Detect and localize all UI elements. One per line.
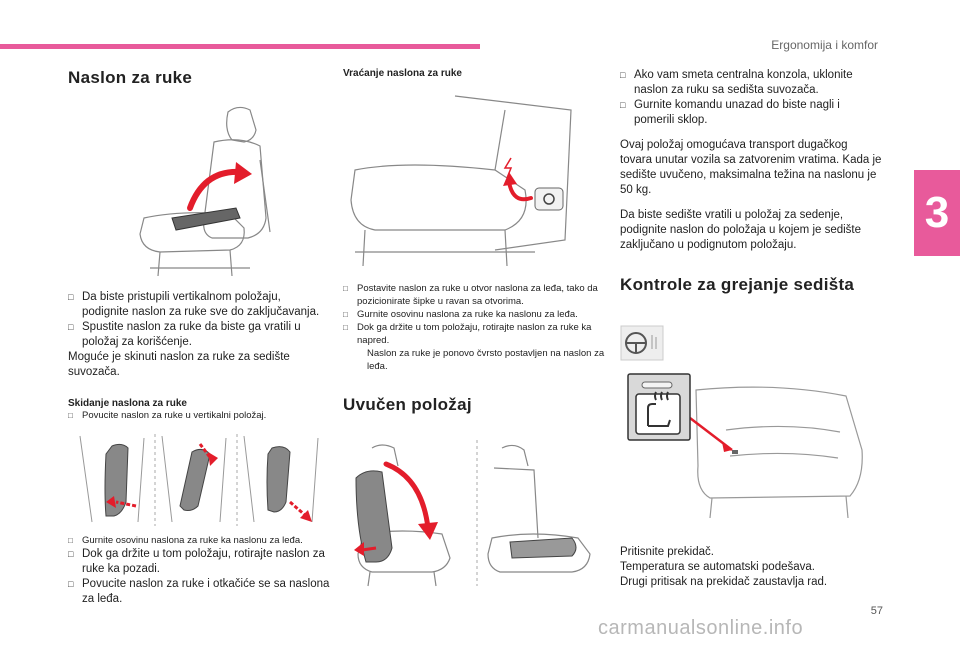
armrest-seat-illustration — [120, 100, 300, 280]
checkbox-bullet-icon: □ — [343, 310, 348, 319]
section-title-armrest: Naslon za ruke — [68, 68, 193, 87]
subsection-title-remove: Skidanje naslona za ruke — [68, 398, 187, 409]
column-armrest-refit-text: □ Postavite naslon za ruke u otvor naslo… — [343, 282, 605, 415]
bullet-item: □ Gurnite osovinu naslona za ruke ka nas… — [68, 535, 303, 546]
bullet-item: □ Gurnite komandu unazad do biste nagli … — [620, 99, 840, 126]
checkbox-bullet-icon: □ — [343, 323, 348, 332]
bullet-item: □ Postavite naslon za ruke u otvor naslo… — [343, 283, 598, 307]
checkbox-bullet-icon: □ — [620, 70, 626, 80]
paragraph: Pritisnite prekidač. — [620, 546, 714, 558]
note: Naslon za ruke je ponovo čvrsto postavlj… — [367, 348, 605, 372]
column-folded-text: □ Ako vam smeta centralna konzola, uklon… — [620, 68, 882, 295]
header-accent-bar — [0, 44, 480, 49]
checkbox-bullet-icon: □ — [68, 292, 74, 302]
checkbox-bullet-icon: □ — [343, 284, 348, 293]
bullet-item: □ Povucite naslon za ruke u vertikalni p… — [68, 410, 267, 421]
bullet-item: □ Da biste pristupili vertikalnom položa… — [68, 291, 320, 318]
column-armrest-refit: Vraćanje naslona za ruke — [343, 68, 605, 79]
column-armrest: Naslon za ruke — [68, 62, 330, 88]
subsection-title-refit: Vraćanje naslona za ruke — [343, 68, 462, 79]
checkbox-bullet-icon: □ — [68, 549, 74, 559]
armrest-removal-illustration — [72, 432, 330, 528]
chapter-tab: 3 — [914, 170, 960, 256]
paragraph: Temperatura se automatski podešava. — [620, 561, 815, 573]
seat-heating-illustration — [626, 370, 880, 520]
paragraph: Da biste sedište vratili u položaj za se… — [620, 209, 862, 251]
section-name: Ergonomija i komfor — [771, 38, 878, 52]
column-heating-text: Pritisnite prekidač. Temperatura se auto… — [620, 545, 882, 590]
bullet-item: □ Ako vam smeta centralna konzola, uklon… — [620, 69, 853, 96]
paragraph: Ovaj položaj omogućava transport dugačko… — [620, 139, 882, 196]
section-title-folded: Uvučen položaj — [343, 395, 472, 414]
armrest-refit-illustration — [345, 90, 580, 270]
watermark: carmanualsonline.info — [598, 617, 804, 639]
bullet-item: □ Spustite naslon za ruke da biste ga vr… — [68, 321, 301, 348]
bullet-item: □ Dok ga držite u tom položaju, rotirajt… — [68, 548, 325, 575]
paragraph: Moguće je skinuti naslon za ruke za sedi… — [68, 351, 290, 378]
checkbox-bullet-icon: □ — [68, 322, 74, 332]
bullet-item: □ Povucite naslon za ruke i otkačiće se … — [68, 578, 330, 605]
checkbox-bullet-icon: □ — [68, 536, 73, 545]
paragraph: Drugi pritisak na prekidač zaustavlja ra… — [620, 576, 828, 588]
bullet-item: □ Gurnite osovinu naslona za ruke ka nas… — [343, 309, 578, 320]
page-number: 57 — [870, 605, 883, 617]
checkbox-bullet-icon: □ — [68, 411, 73, 420]
section-title-seat-heating: Kontrole za grejanje sedišta — [620, 275, 855, 294]
column-armrest-text-2: □ Gurnite osovinu naslona za ruke ka nas… — [68, 534, 330, 607]
checkbox-bullet-icon: □ — [620, 100, 626, 110]
folded-seat-illustration — [342, 438, 607, 588]
checkbox-bullet-icon: □ — [68, 579, 74, 589]
steering-wheel-heat-icon — [620, 325, 664, 361]
column-armrest-text: □ Da biste pristupili vertikalnom položa… — [68, 290, 330, 422]
bullet-item: □ Dok ga držite u tom položaju, rotirajt… — [343, 322, 592, 346]
